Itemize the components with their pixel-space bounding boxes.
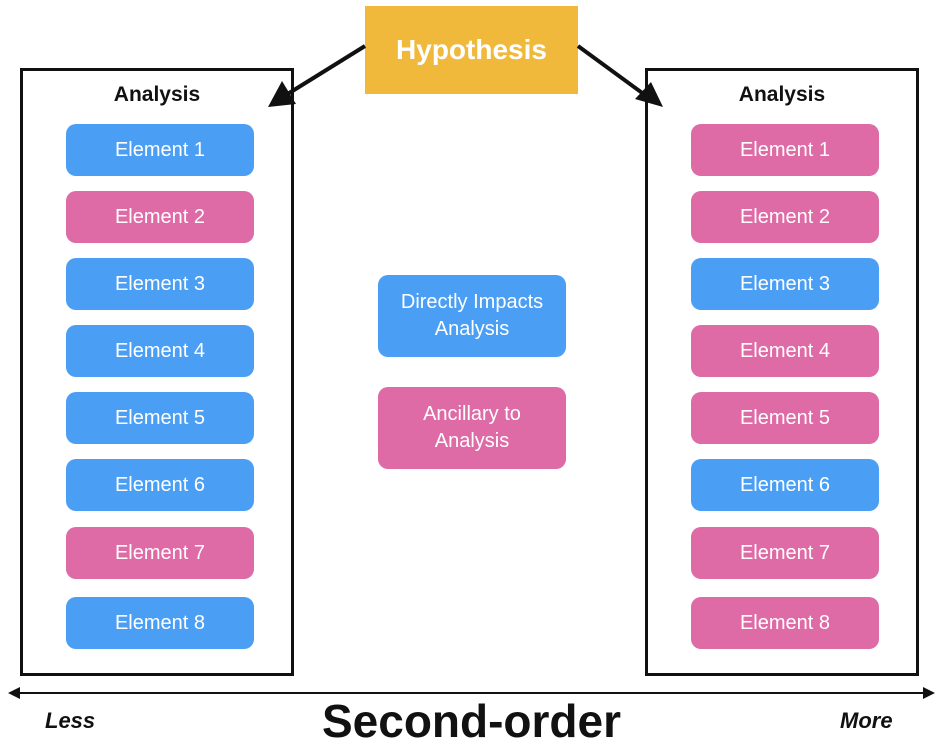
left-element-2-label: Element 2 (114, 205, 206, 228)
left-element-4: Element 4 (66, 325, 254, 377)
right-element-3-label: Element 3 (739, 272, 831, 295)
right-element-2: Element 2 (691, 191, 879, 243)
legend-direct-line-1: Directly Impacts (400, 291, 544, 313)
left-element-6: Element 6 (66, 459, 254, 511)
left-element-7: Element 7 (66, 527, 254, 579)
right-element-7-label: Element 7 (739, 541, 831, 564)
right-element-2-label: Element 2 (739, 205, 831, 228)
left-element-7-label: Element 7 (114, 541, 206, 564)
left-element-4-label: Element 4 (114, 339, 206, 362)
hypothesis-arrow-right-line (576, 44, 647, 97)
left-element-1: Element 1 (66, 124, 254, 176)
right-element-5: Element 5 (691, 392, 879, 444)
hypothesis-arrow-right-head (635, 82, 663, 107)
legend-direct-box: Directly Impacts Analysis (378, 275, 566, 357)
legend-ancillary-line-2: Analysis (434, 430, 510, 452)
left-element-8-label: Element 8 (114, 611, 206, 634)
right-element-4: Element 4 (691, 325, 879, 377)
right-analysis-panel: Analysis Element 1 Element 2 Element 3 E… (645, 68, 919, 676)
left-element-2: Element 2 (66, 191, 254, 243)
right-element-7: Element 7 (691, 527, 879, 579)
axis-title: Second-order (321, 695, 622, 747)
right-element-5-label: Element 5 (739, 406, 831, 429)
left-element-3: Element 3 (66, 258, 254, 310)
hypothesis-label: Hypothesis (396, 34, 547, 65)
hypothesis-arrow-left-head (268, 81, 296, 107)
left-element-5-label: Element 5 (114, 406, 206, 429)
axis-arrow-right (923, 687, 935, 699)
legend-direct-line-2: Analysis (434, 318, 510, 340)
left-element-6-label: Element 6 (114, 473, 206, 496)
right-element-6: Element 6 (691, 459, 879, 511)
right-element-3: Element 3 (691, 258, 879, 310)
left-panel-title: Analysis (113, 83, 201, 106)
hypothesis-box: Hypothesis (365, 6, 578, 94)
axis-less-label: Less (45, 708, 96, 733)
left-element-3-label: Element 3 (114, 272, 206, 295)
left-element-8: Element 8 (66, 597, 254, 649)
left-analysis-panel: Analysis Element 1 Element 2 Element 3 E… (20, 68, 294, 676)
left-element-5: Element 5 (66, 392, 254, 444)
legend-ancillary-box: Ancillary to Analysis (378, 387, 566, 469)
left-element-1-label: Element 1 (114, 138, 206, 161)
axis-more-label: More (840, 708, 893, 733)
right-element-1-label: Element 1 (739, 138, 831, 161)
right-element-8: Element 8 (691, 597, 879, 649)
right-element-6-label: Element 6 (739, 473, 831, 496)
hypothesis-arrow-left-line (284, 44, 367, 97)
right-element-1: Element 1 (691, 124, 879, 176)
right-element-4-label: Element 4 (739, 339, 831, 362)
right-panel-title: Analysis (738, 83, 826, 106)
legend-ancillary-line-1: Ancillary to (423, 403, 521, 425)
axis-arrow-left (8, 687, 20, 699)
right-element-8-label: Element 8 (739, 611, 831, 634)
